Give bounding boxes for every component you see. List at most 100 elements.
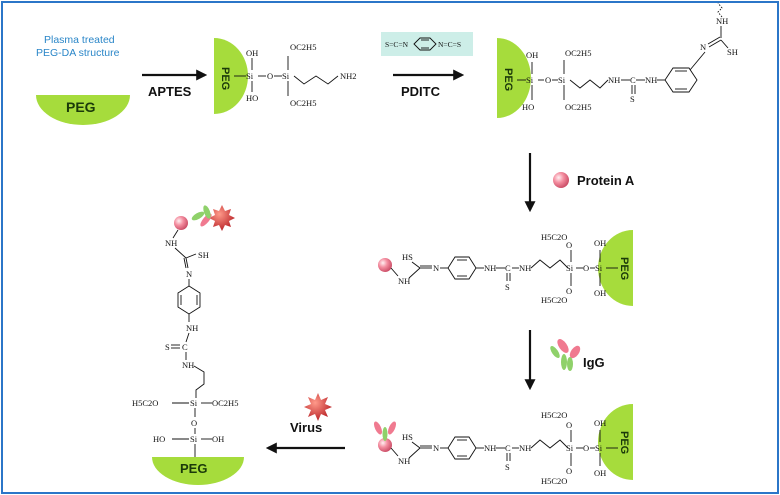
- svg-text:Si: Si: [246, 71, 254, 81]
- svg-text:OH: OH: [526, 50, 538, 60]
- svg-text:O: O: [566, 286, 572, 296]
- peg-label-1: PEG: [219, 67, 231, 90]
- svg-text:OC2H5: OC2H5: [565, 48, 591, 58]
- svg-text:C: C: [505, 443, 511, 453]
- svg-text:O: O: [191, 418, 197, 428]
- svg-text:HO: HO: [522, 102, 534, 112]
- pditc-product: Si OH HO O Si OC2H5 OC2H5 NH C S NH N SH…: [517, 2, 738, 112]
- virus-label: Virus: [290, 420, 322, 435]
- svg-text:OC2H5: OC2H5: [212, 398, 238, 408]
- svg-text:H5C2O: H5C2O: [132, 398, 158, 408]
- svg-text:O: O: [566, 466, 572, 476]
- peg-half-1: [214, 38, 248, 114]
- svg-text:NH: NH: [608, 75, 620, 85]
- peg-label-2: PEG: [502, 68, 514, 91]
- svg-text:S: S: [630, 94, 635, 104]
- svg-text:HO: HO: [246, 93, 258, 103]
- svg-text:NH: NH: [519, 443, 531, 453]
- svg-text:NH: NH: [484, 443, 496, 453]
- svg-text:O: O: [545, 75, 551, 85]
- svg-text:S: S: [505, 462, 510, 472]
- peg-half-4: [598, 404, 633, 480]
- svg-text:NH: NH: [716, 16, 728, 26]
- aptes-product: Si OH HO O Si OC2H5 OC2H5 NH2: [234, 42, 357, 108]
- svg-text:NH: NH: [165, 238, 177, 248]
- svg-text:Si: Si: [595, 263, 603, 273]
- pditc-structure: S=C=N N=C=S: [385, 37, 461, 51]
- svg-text:C: C: [630, 75, 636, 85]
- svg-text:N: N: [186, 269, 192, 279]
- svg-text:NH: NH: [645, 75, 657, 85]
- svg-text:HS: HS: [402, 252, 413, 262]
- svg-text:Si: Si: [566, 263, 574, 273]
- svg-text:N: N: [700, 42, 706, 52]
- svg-text:NH: NH: [398, 276, 410, 286]
- svg-text:Si: Si: [526, 75, 534, 85]
- svg-text:OH: OH: [594, 468, 606, 478]
- svg-text:NH: NH: [182, 360, 194, 370]
- protein-a-icon: [553, 172, 569, 188]
- svg-text:Si: Si: [595, 443, 603, 453]
- svg-text:OH: OH: [594, 288, 606, 298]
- svg-text:HS: HS: [402, 432, 413, 442]
- peg-label-4: PEG: [618, 431, 630, 454]
- svg-text:OC2H5: OC2H5: [290, 42, 316, 52]
- svg-text:NH2: NH2: [340, 71, 357, 81]
- svg-text:O: O: [566, 420, 572, 430]
- svg-text:H5C2O: H5C2O: [541, 295, 567, 305]
- svg-text:NH: NH: [186, 323, 198, 333]
- svg-text:OH: OH: [246, 48, 258, 58]
- svg-text:Si: Si: [190, 434, 198, 444]
- peg-final-label: PEG: [180, 461, 207, 476]
- aptes-label: APTES: [148, 84, 192, 99]
- igg-product: NH HS N NH C S NH Si O H5C2O O H5C2O O S…: [373, 410, 618, 486]
- svg-text:S: S: [505, 282, 510, 292]
- svg-text:OC2H5: OC2H5: [290, 98, 316, 108]
- pditc-reagent-box: [381, 32, 473, 56]
- svg-text:N=C=S: N=C=S: [438, 40, 461, 49]
- igg-label: IgG: [583, 355, 605, 370]
- svg-text:O: O: [583, 263, 589, 273]
- svg-text:C: C: [505, 263, 511, 273]
- start-label-line2: PEG-DA structure: [36, 47, 120, 59]
- svg-text:OH: OH: [594, 238, 606, 248]
- svg-text:O: O: [566, 240, 572, 250]
- svg-text:H5C2O: H5C2O: [541, 232, 567, 242]
- svg-text:SH: SH: [198, 250, 209, 260]
- svg-text:Si: Si: [566, 443, 574, 453]
- svg-text:OH: OH: [594, 418, 606, 428]
- svg-text:S: S: [165, 342, 170, 352]
- svg-text:OC2H5: OC2H5: [565, 102, 591, 112]
- svg-text:NH: NH: [519, 263, 531, 273]
- svg-text:O: O: [583, 443, 589, 453]
- protein-a-bead: [378, 258, 392, 272]
- svg-text:H5C2O: H5C2O: [541, 410, 567, 420]
- svg-text:HO: HO: [153, 434, 165, 444]
- virus-icon: [304, 393, 332, 421]
- peg-start-label: PEG: [66, 99, 96, 115]
- svg-text:N: N: [433, 263, 439, 273]
- protein-a-product: NH HS N NH C S NH Si O H5C2O O H5C2O O S…: [378, 232, 618, 305]
- peg-half-2: [497, 38, 531, 118]
- pditc-label: PDITC: [401, 84, 441, 99]
- svg-text:Si: Si: [558, 75, 566, 85]
- svg-text:C: C: [182, 342, 188, 352]
- svg-text:Si: Si: [282, 71, 290, 81]
- svg-text:H5C2O: H5C2O: [541, 476, 567, 486]
- svg-text:O: O: [267, 71, 273, 81]
- peg-substrate-final: [152, 457, 244, 485]
- svg-text:NH: NH: [484, 263, 496, 273]
- peg-label-3: PEG: [618, 257, 630, 280]
- igg-icon: [550, 339, 581, 371]
- svg-text:SH: SH: [727, 47, 738, 57]
- protein-a-label: Protein A: [577, 173, 635, 188]
- svg-text:OH: OH: [212, 434, 224, 444]
- svg-text:Si: Si: [190, 398, 198, 408]
- svg-text:N: N: [433, 443, 439, 453]
- start-label-line1: Plasma treated: [44, 34, 115, 46]
- peg-substrate-start: [36, 95, 130, 125]
- virus-captured-product: NH SH N NH C S NH Si H5C2O OC2H5 O Si HO…: [132, 205, 238, 457]
